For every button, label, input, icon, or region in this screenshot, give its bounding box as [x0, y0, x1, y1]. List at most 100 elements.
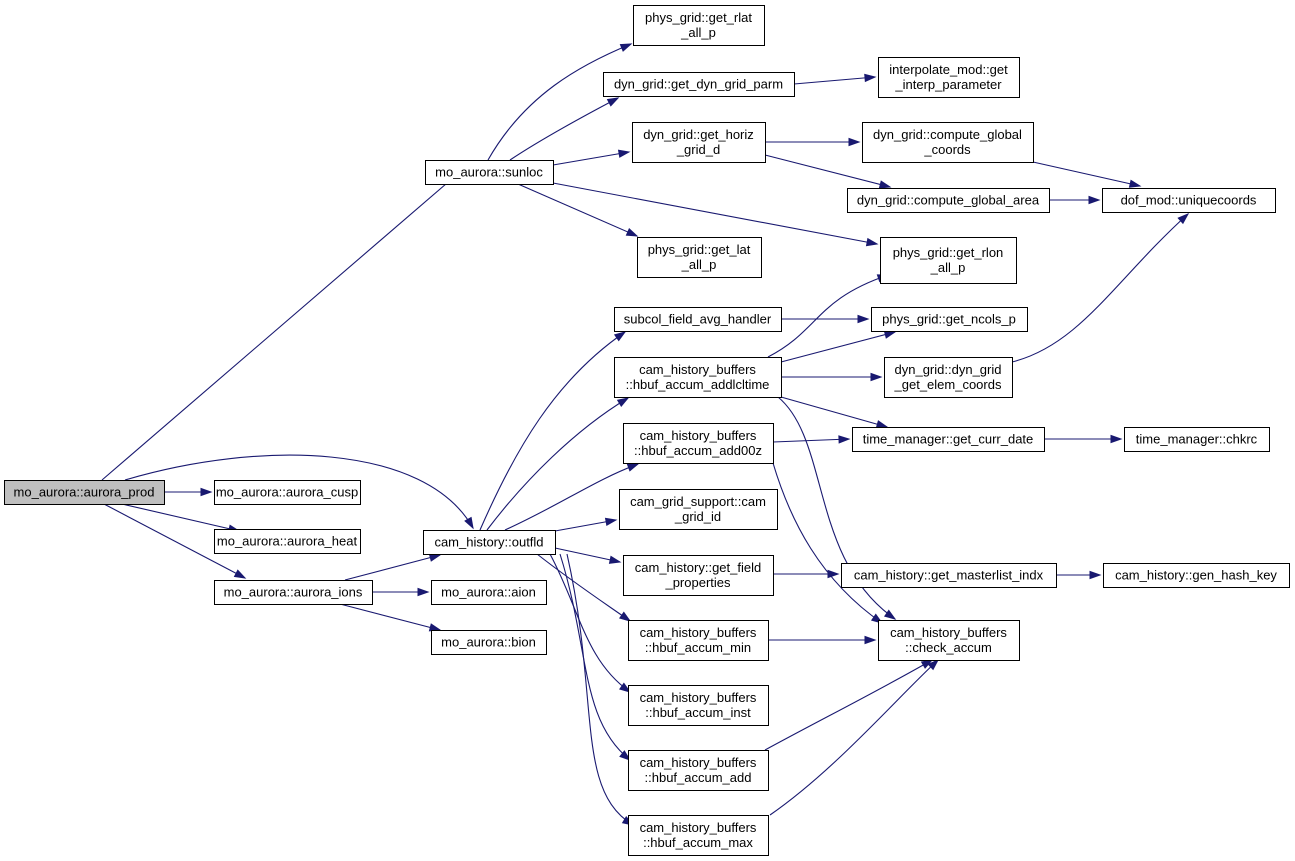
node-box[interactable]	[841, 563, 1057, 588]
edge-sunloc-to-get_rlat	[487, 43, 633, 161]
node-box[interactable]	[880, 237, 1017, 284]
node-box[interactable]	[425, 160, 554, 185]
node-label: ::hbuf_accum_add	[645, 770, 752, 785]
node-get_elem_coords[interactable]: dyn_grid::dyn_grid_get_elem_coords	[884, 357, 1013, 398]
node-check_accum[interactable]: cam_history_buffers::check_accum	[878, 620, 1020, 661]
node-label: _grid_id	[674, 509, 721, 524]
node-accum_max[interactable]: cam_history_buffers::hbuf_accum_max	[628, 815, 769, 856]
node-box[interactable]	[1124, 427, 1270, 452]
arrowhead-icon	[864, 635, 877, 645]
node-get_dyn_grid_parm[interactable]: dyn_grid::get_dyn_grid_parm	[603, 72, 795, 97]
node-box[interactable]	[852, 427, 1045, 452]
node-box[interactable]	[214, 480, 361, 505]
edge-subcol-to-get_ncols	[781, 314, 870, 324]
node-box[interactable]	[871, 307, 1028, 332]
node-box[interactable]	[623, 555, 774, 596]
node-aurora_heat[interactable]: mo_aurora::aurora_heat	[214, 529, 361, 554]
node-get_rlon[interactable]: phys_grid::get_rlon_all_p	[880, 237, 1017, 284]
node-box[interactable]	[878, 57, 1020, 98]
node-bion[interactable]: mo_aurora::bion	[431, 630, 547, 655]
node-box[interactable]	[628, 815, 769, 856]
node-box[interactable]	[632, 122, 766, 163]
node-add00z[interactable]: cam_history_buffers::hbuf_accum_add00z	[623, 423, 774, 464]
node-label: cam_history::outfld	[434, 535, 543, 550]
edge-accum_add-to-check_accum	[764, 659, 934, 751]
node-box[interactable]	[214, 580, 373, 605]
node-get_field_properties[interactable]: cam_history::get_field_properties	[623, 555, 774, 596]
node-box[interactable]	[862, 122, 1034, 163]
edge-line	[504, 463, 639, 531]
node-label: ::hbuf_accum_min	[645, 640, 751, 655]
node-aion[interactable]: mo_aurora::aion	[431, 580, 547, 605]
edge-addlcltime-to-get_elem_coords	[781, 372, 883, 382]
node-box[interactable]	[628, 685, 769, 726]
node-box[interactable]	[423, 530, 556, 555]
edge-outfld-to-subcol	[479, 331, 627, 531]
node-get_masterlist_indx[interactable]: cam_history::get_masterlist_indx	[841, 563, 1057, 588]
node-cam_grid_id[interactable]: cam_grid_support::cam_grid_id	[619, 489, 778, 530]
node-label: phys_grid::get_rlon	[893, 245, 1004, 260]
node-box[interactable]	[633, 5, 765, 46]
node-aurora_cusp[interactable]: mo_aurora::aurora_cusp	[214, 480, 361, 505]
node-chkrc[interactable]: time_manager::chkrc	[1124, 427, 1270, 452]
edge-outfld-to-cam_grid_id	[554, 517, 618, 532]
arrowhead-icon	[626, 463, 640, 472]
edge-outfld-to-accum_add	[559, 553, 632, 761]
node-box[interactable]	[4, 480, 165, 505]
node-label: mo_aurora::aurora_ions	[224, 585, 363, 600]
arrowhead-icon	[848, 137, 861, 147]
node-accum_add[interactable]: cam_history_buffers::hbuf_accum_add	[628, 750, 769, 791]
node-aurora_ions[interactable]: mo_aurora::aurora_ions	[214, 580, 373, 605]
node-interp_param[interactable]: interpolate_mod::get_interp_parameter	[878, 57, 1020, 98]
node-get_curr_date[interactable]: time_manager::get_curr_date	[852, 427, 1045, 452]
node-box[interactable]	[214, 529, 361, 554]
node-subcol[interactable]: subcol_field_avg_handler	[614, 307, 782, 332]
node-addlcltime[interactable]: cam_history_buffers::hbuf_accum_addlclti…	[614, 357, 782, 398]
edge-line	[777, 396, 896, 620]
node-box[interactable]	[847, 188, 1050, 213]
node-box[interactable]	[623, 423, 774, 464]
node-accum_inst[interactable]: cam_history_buffers::hbuf_accum_inst	[628, 685, 769, 726]
node-sunloc[interactable]: mo_aurora::sunloc	[425, 160, 554, 185]
nodes-layer: mo_aurora::aurora_prod mo_aurora::sunlocm…	[4, 5, 1290, 856]
edge-line	[479, 331, 626, 531]
node-box[interactable]	[637, 237, 762, 278]
node-box[interactable]	[1102, 188, 1276, 213]
node-box[interactable]	[628, 620, 769, 661]
edge-line	[559, 553, 631, 761]
node-box[interactable]	[884, 357, 1013, 398]
node-box[interactable]	[431, 630, 547, 655]
node-outfld[interactable]: cam_history::outfld	[423, 530, 556, 555]
edge-aurora_prod-to-sunloc	[101, 164, 470, 481]
edge-line	[764, 659, 933, 751]
node-aurora_prod[interactable]: mo_aurora::aurora_prod	[4, 480, 165, 505]
arrowhead-icon	[883, 609, 897, 620]
node-accum_min[interactable]: cam_history_buffers::hbuf_accum_min	[628, 620, 769, 661]
node-box[interactable]	[878, 620, 1020, 661]
node-label: _coords	[923, 142, 971, 157]
node-box[interactable]	[619, 489, 778, 530]
node-label: cam_history_buffers	[640, 755, 757, 770]
edge-line	[517, 183, 638, 237]
node-box[interactable]	[614, 307, 782, 332]
node-box[interactable]	[431, 580, 547, 605]
node-label: cam_history::gen_hash_key	[1115, 568, 1277, 583]
arrowhead-icon	[927, 658, 940, 671]
node-uniquecoords[interactable]: dof_mod::uniquecoords	[1102, 188, 1276, 213]
node-box[interactable]	[1103, 563, 1290, 588]
node-label: cam_history_buffers	[640, 820, 757, 835]
node-box[interactable]	[614, 357, 782, 398]
edge-add00z-to-get_curr_date	[772, 435, 851, 444]
node-get_lat[interactable]: phys_grid::get_lat_all_p	[637, 237, 762, 278]
node-label: _all_p	[680, 25, 716, 40]
node-compute_global_coords[interactable]: dyn_grid::compute_global_coords	[862, 122, 1034, 163]
node-compute_global_area[interactable]: dyn_grid::compute_global_area	[847, 188, 1050, 213]
node-get_ncols[interactable]: phys_grid::get_ncols_p	[871, 307, 1028, 332]
node-get_rlat[interactable]: phys_grid::get_rlat_all_p	[633, 5, 765, 46]
node-gen_hash_key[interactable]: cam_history::gen_hash_key	[1103, 563, 1290, 588]
node-get_horiz[interactable]: dyn_grid::get_horiz_grid_d	[632, 122, 766, 163]
node-label: dyn_grid::compute_global	[873, 127, 1022, 142]
edge-get_elem_coords-to-uniquecoords	[1011, 212, 1190, 363]
node-box[interactable]	[628, 750, 769, 791]
node-box[interactable]	[603, 72, 795, 97]
